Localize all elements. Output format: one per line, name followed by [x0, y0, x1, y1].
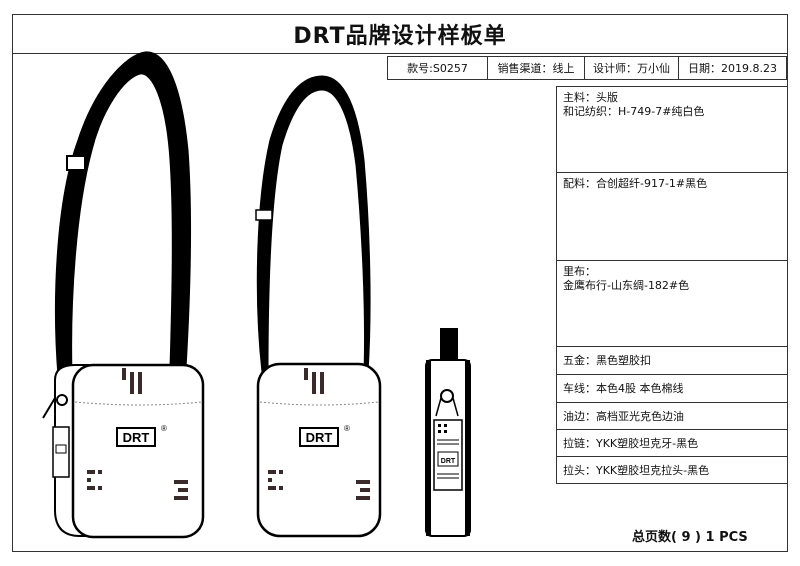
side-strap — [440, 328, 458, 368]
bag-side-view: DRT — [425, 328, 471, 537]
spec-main-fabric-line2: 和记纺织：H-749-7#纯白色 — [563, 105, 705, 118]
spec-main-fabric-line1: 主料：头版 — [563, 91, 618, 104]
front-zipper-puller-icon — [56, 394, 68, 406]
spec-main-fabric: 主料：头版 和记纺织：H-749-7#纯白色 — [557, 87, 788, 173]
front-logo: DRT — [123, 430, 150, 445]
back-logo: DRT — [306, 430, 333, 445]
spec-accessory-fabric-text: 配料：合创超纤-917-1#黑色 — [563, 177, 708, 190]
side-label-logo: DRT — [441, 458, 456, 465]
back-strap-buckle — [255, 209, 273, 221]
front-bag-body — [71, 363, 205, 539]
sales-channel: 销售渠道：线上 — [488, 57, 585, 79]
page-title: DRT品牌设计样板单 — [293, 23, 507, 49]
meta-row: 款号:S0257 销售渠道：线上 设计师：万小仙 日期：2019.8.23 — [387, 56, 787, 80]
spec-lining: 里布： 金鹰布行-山东绸-182#色 — [557, 261, 788, 347]
date: 日期：2019.8.23 — [679, 57, 787, 79]
back-zipper-line — [259, 401, 379, 406]
back-bag-body — [256, 362, 382, 538]
spec-stitching: 车线：本色4股 本色棉线 — [557, 375, 788, 403]
title-bar: DRT品牌设计样板单 — [12, 14, 788, 54]
spec-zipper-puller: 拉头：YKK塑胶坦克拉头-黑色 — [557, 457, 788, 484]
bag-back-view: DRT ® — [255, 75, 382, 538]
spec-lining-line2: 金鹰布行-山东绸-182#色 — [563, 279, 690, 292]
spec-hardware: 五金：黑色塑胶扣 — [557, 347, 788, 375]
spec-lining-line1: 里布： — [563, 265, 596, 278]
designer: 设计师：万小仙 — [585, 57, 679, 79]
back-registered-mark: ® — [344, 424, 350, 433]
front-strap-buckle — [66, 155, 86, 171]
front-zipper-line — [74, 401, 203, 406]
style-number: 款号:S0257 — [388, 57, 488, 79]
side-zipper-puller-icon — [440, 389, 454, 403]
front-registered-mark: ® — [161, 424, 167, 433]
front-strap — [55, 51, 192, 377]
spec-zipper: 拉链：YKK塑胶坦克牙-黑色 — [557, 430, 788, 457]
spec-accessory-fabric: 配料：合创超纤-917-1#黑色 — [557, 173, 788, 261]
spec-edge-oil: 油边：高档亚光克色边油 — [557, 403, 788, 430]
document-border — [12, 14, 788, 552]
page-count: 总页数( 9 ) 1 PCS — [632, 530, 748, 545]
back-strap — [256, 75, 371, 373]
spec-table: 主料：头版 和记纺织：H-749-7#纯白色 配料：合创超纤-917-1#黑色 … — [556, 86, 788, 484]
bag-front-view: DRT ® — [42, 51, 205, 539]
